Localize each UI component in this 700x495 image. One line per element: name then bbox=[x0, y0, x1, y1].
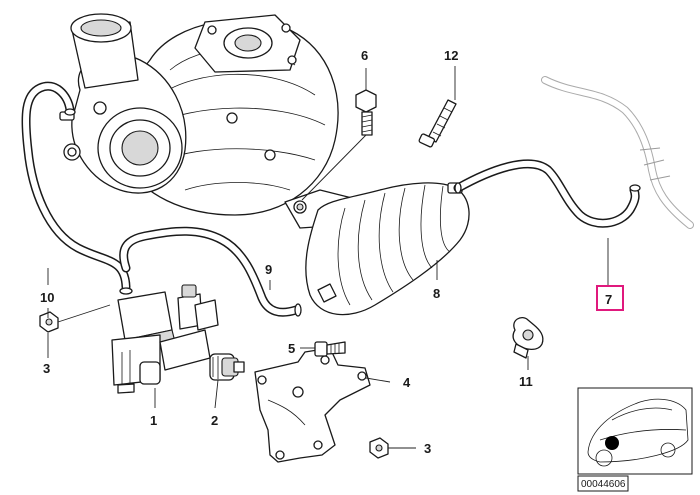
part-label-5: 5 bbox=[288, 341, 295, 356]
turbocharger bbox=[59, 13, 339, 216]
hose-8 bbox=[453, 159, 641, 228]
reference-number-box bbox=[577, 475, 629, 492]
part-label-6: 8 bbox=[433, 286, 440, 301]
hose-10 bbox=[21, 81, 133, 295]
nut-3-right bbox=[369, 437, 389, 459]
part-label-8: 7 bbox=[605, 292, 612, 307]
part-label-12: 12 bbox=[444, 48, 458, 63]
part-label-7: 6 bbox=[361, 48, 368, 63]
vehicle-inset bbox=[577, 387, 693, 475]
ghost-hose bbox=[541, 76, 694, 229]
part-label-1: 1 bbox=[150, 413, 157, 428]
leader-lines bbox=[47, 66, 609, 449]
part-label-11: 11 bbox=[519, 374, 533, 389]
vacuum-reservoir bbox=[284, 182, 470, 316]
part-label-3-left: 3 bbox=[43, 361, 50, 376]
part-label-4: 4 bbox=[403, 375, 411, 390]
part-label-2: 2 bbox=[211, 413, 218, 428]
rubber-mount bbox=[209, 353, 245, 381]
part-label-10: 10 bbox=[40, 290, 54, 305]
cable-tie bbox=[418, 99, 457, 148]
clip bbox=[512, 316, 544, 359]
part-label-9: 9 bbox=[265, 262, 272, 277]
hose-9 bbox=[119, 226, 302, 317]
bracket bbox=[254, 347, 371, 463]
reference-number: 00044606 bbox=[581, 479, 626, 490]
pressure-converter bbox=[111, 284, 219, 394]
bolt-7 bbox=[355, 89, 377, 136]
location-dot bbox=[605, 436, 619, 450]
highlight-box-8 bbox=[596, 285, 624, 311]
nut-3-left bbox=[39, 311, 59, 333]
part-label-3-right: 3 bbox=[424, 441, 431, 456]
bolt-5 bbox=[314, 341, 346, 357]
